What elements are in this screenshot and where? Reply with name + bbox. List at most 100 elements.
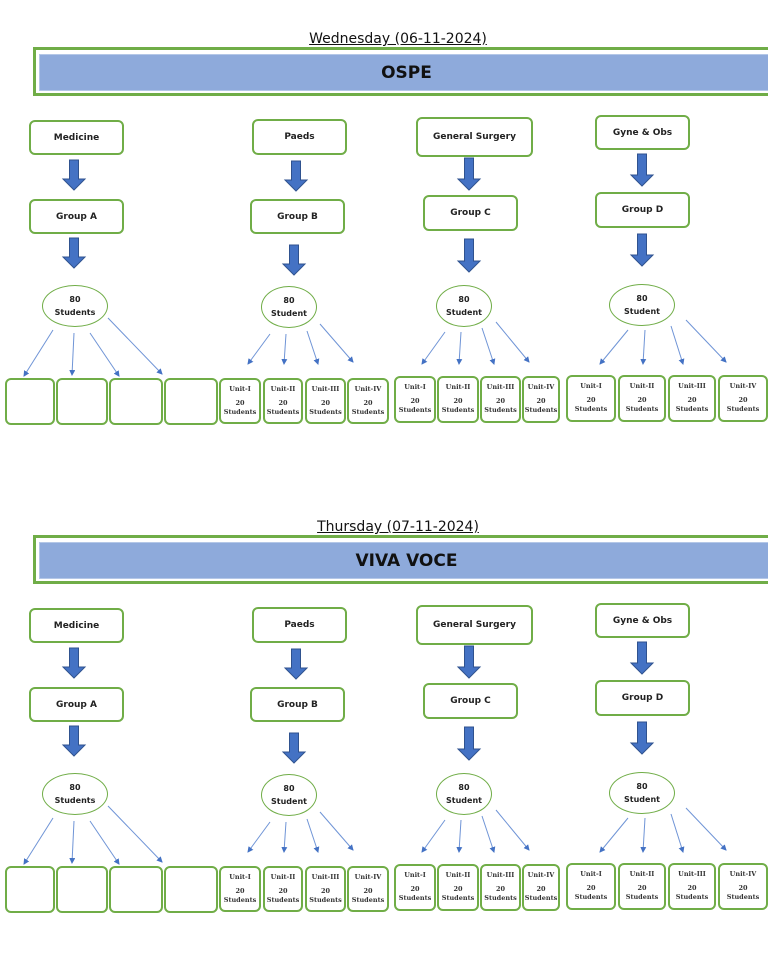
unit-student-count: 20 bbox=[278, 887, 288, 895]
section-title-frame bbox=[33, 47, 768, 96]
unit-name: Unit-IV bbox=[729, 870, 757, 878]
group-box: Group D bbox=[595, 680, 690, 716]
unit-student-label: Students bbox=[524, 894, 558, 902]
unit-box bbox=[164, 378, 218, 425]
department-box: Medicine bbox=[29, 608, 124, 643]
down-arrow-icon bbox=[61, 237, 87, 269]
unit-student-count: 20 bbox=[320, 399, 331, 407]
group-box: Group C bbox=[423, 195, 518, 231]
unit-student-label: Students bbox=[484, 894, 517, 902]
down-arrow-icon bbox=[283, 648, 309, 680]
unit-name: Unit-I bbox=[229, 873, 251, 881]
group-box: Group C bbox=[423, 683, 518, 719]
unit-student-label: Students bbox=[675, 893, 709, 901]
unit-student-label: Students bbox=[726, 405, 760, 413]
connector-arrow bbox=[670, 325, 685, 365]
unit-student-count: 20 bbox=[453, 397, 463, 405]
connector-arrow bbox=[495, 809, 530, 851]
unit-name: Unit-IV bbox=[729, 382, 757, 390]
connector-arrow bbox=[319, 323, 354, 363]
connector-arrow bbox=[685, 319, 727, 363]
unit-name: Unit-II bbox=[270, 873, 296, 881]
student-count-label: Student bbox=[446, 796, 482, 805]
section-title: OSPE bbox=[39, 54, 768, 91]
down-arrow-icon bbox=[456, 726, 482, 761]
unit-box bbox=[5, 866, 55, 913]
student-count-label: Student bbox=[271, 309, 307, 318]
unit-box bbox=[56, 378, 108, 425]
unit-student-count: 20 bbox=[536, 885, 546, 893]
unit-student-count: 20 bbox=[586, 396, 596, 404]
unit-name: Unit-II bbox=[445, 383, 471, 391]
connector-arrow bbox=[69, 332, 76, 376]
student-count-label: Students bbox=[54, 796, 96, 805]
unit-student-label: Students bbox=[266, 408, 300, 416]
department-box: General Surgery bbox=[416, 117, 533, 157]
down-arrow-icon bbox=[61, 725, 87, 757]
connector-arrow bbox=[23, 817, 54, 865]
unit-student-label: Students bbox=[726, 893, 760, 901]
unit-student-label: Students bbox=[625, 893, 659, 901]
unit-student-count: 20 bbox=[235, 399, 245, 407]
unit-student-count: 20 bbox=[235, 887, 245, 895]
unit-student-count: 20 bbox=[586, 884, 596, 892]
student-count-label: Students bbox=[54, 308, 96, 317]
unit-box bbox=[109, 866, 163, 913]
connector-arrow bbox=[247, 333, 271, 365]
student-count-label: Student bbox=[271, 797, 307, 806]
group-box: Group B bbox=[250, 199, 345, 234]
down-arrow-icon bbox=[629, 153, 655, 187]
student-count-label: Student bbox=[446, 308, 482, 317]
unit-student-label: Students bbox=[524, 406, 558, 414]
unit-name: Unit-III bbox=[678, 870, 706, 878]
down-arrow-icon bbox=[456, 645, 482, 679]
connector-arrow bbox=[481, 815, 496, 853]
unit-name: Unit-III bbox=[678, 382, 706, 390]
unit-student-label: Students bbox=[223, 408, 257, 416]
student-count-label: Student bbox=[624, 795, 660, 804]
unit-student-label: Students bbox=[309, 408, 342, 416]
unit-student-count: 20 bbox=[363, 887, 373, 895]
unit-name: Unit-I bbox=[404, 871, 426, 879]
unit-student-label: Students bbox=[266, 896, 300, 904]
connector-arrow bbox=[306, 330, 320, 365]
unit-name: Unit-II bbox=[445, 871, 471, 879]
down-arrow-icon bbox=[283, 160, 309, 192]
unit-name: Unit-II bbox=[629, 382, 655, 390]
section-title-frame bbox=[33, 535, 768, 584]
unit-student-label: Students bbox=[574, 405, 608, 413]
unit-student-label: Students bbox=[398, 406, 432, 414]
connector-arrow bbox=[421, 331, 446, 365]
section-date: Thursday (07-11-2024) bbox=[317, 519, 479, 535]
down-arrow-icon bbox=[281, 244, 307, 276]
connector-arrow bbox=[107, 317, 163, 375]
unit-name: Unit-III bbox=[311, 385, 340, 393]
unit-name: Unit-I bbox=[580, 382, 602, 390]
connector-arrow bbox=[456, 331, 463, 365]
unit-box bbox=[164, 866, 218, 913]
department-box: General Surgery bbox=[416, 605, 533, 645]
unit-student-count: 20 bbox=[410, 397, 420, 405]
student-count-label: Student bbox=[624, 307, 660, 316]
unit-student-label: Students bbox=[351, 896, 385, 904]
group-box: Group A bbox=[29, 687, 124, 722]
down-arrow-icon bbox=[61, 159, 87, 191]
